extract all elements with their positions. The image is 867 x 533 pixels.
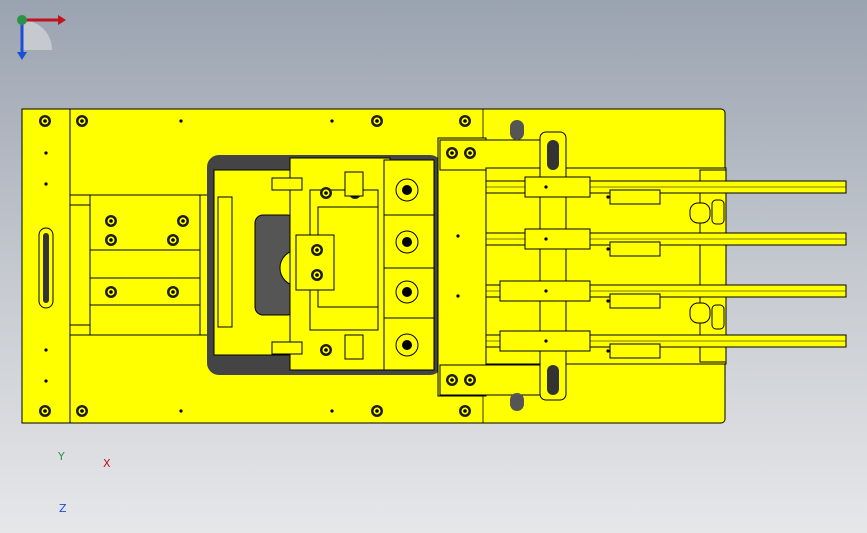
axis-y-label: Y — [58, 450, 65, 463]
screw-icon — [38, 114, 52, 128]
screw-icon — [445, 373, 459, 387]
reference-triad — [17, 15, 66, 60]
screw-icon — [310, 268, 324, 282]
screw-icon — [463, 373, 477, 387]
screw-icon — [104, 233, 118, 247]
screw-icon — [38, 404, 52, 418]
screw-icon — [75, 404, 89, 418]
screw-icon — [463, 146, 477, 160]
bearing-icon — [395, 178, 419, 357]
screw-icon — [319, 343, 333, 357]
screw-icon — [166, 285, 180, 299]
crossbar-plate — [437, 137, 487, 397]
screw-icon — [370, 404, 384, 418]
screw-icon — [458, 404, 472, 418]
screw-icon — [104, 214, 118, 228]
screw-icon — [310, 243, 324, 257]
screw-icon — [104, 285, 118, 299]
axis-z-label: Z — [59, 502, 67, 515]
screw-icon — [166, 233, 180, 247]
screw-icon — [319, 186, 333, 200]
screw-icon — [176, 214, 190, 228]
screw-icon — [75, 114, 89, 128]
screw-icon — [445, 146, 459, 160]
screw-icon — [370, 114, 384, 128]
screw-icon — [458, 114, 472, 128]
axis-x-label: X — [103, 457, 111, 470]
